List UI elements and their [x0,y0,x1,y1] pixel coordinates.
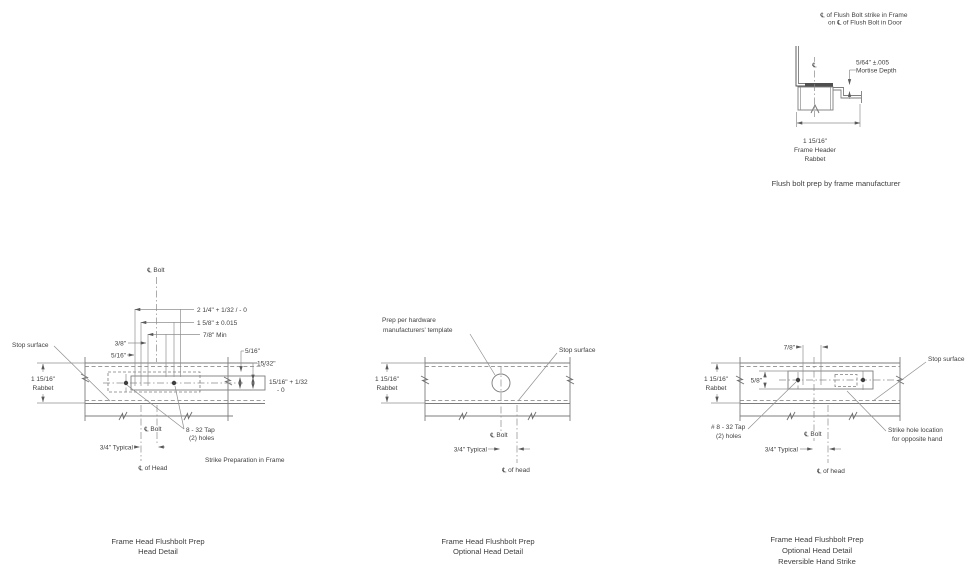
box-break-mark [810,103,820,114]
d1-dim-1-5-8-text: 1 5/8" ± 0.015 [197,320,238,327]
frame-section-title-line2: on ℄ of Flush Bolt in Door [828,20,903,27]
d3-caption-line2: Optional Head Detail [782,546,852,555]
width-label2-text: Rabbet [805,156,826,163]
d2-rabbet-label-text: Rabbet [377,385,398,392]
d1-dim-15-32-text: 15/32" [257,361,276,368]
d1-tap-leader-2 [174,385,185,430]
d1-stop-surface-leader [53,345,111,402]
strike-lip-upper-line [833,87,861,96]
d3-rabbet-label-text: Rabbet [706,385,727,392]
d2-prep-leader [469,333,496,376]
d1-dim-3-8-text: 3/8" [115,341,127,348]
d3-opposite-hand-dashed-rect [834,374,858,387]
d1-rabbet-label-text: Rabbet [33,385,54,392]
frame-section-title-line1: ℄ of Flush Bolt strike in Frame [820,12,908,19]
d1-tap-label1: 8 - 32 Tap [186,427,215,434]
d3-caption-line3: Reversible Hand Strike [778,557,856,566]
d3-stop-surface-label: Stop surface [928,356,965,363]
d1-caption-line2: Head Detail [138,547,178,556]
d3-tap-label1: # 8 - 32 Tap [711,424,746,431]
width-label1-text: Frame Header [794,147,837,154]
d1-prep-dashed-rect [107,371,201,393]
d3-dim-5-8-text: 5/8" [751,378,763,385]
detail2-optional-head-detail: Prep per hardware manufacturers' templat… [374,316,596,557]
d1-tap-leader-1 [126,384,185,430]
d3-strike-hole-label2: for opposite hand [892,436,943,443]
d1-dim-5-16-left-text: 5/16" [111,353,127,360]
d2-dim-3-4-text: 3/4" Typical [454,447,488,454]
d2-caption-line2: Optional Head Detail [453,547,523,556]
d3-dim-7-8-text: 7/8" [784,345,796,352]
d1-dim-2-1-4-text: 2 1/4" + 1/32 / - 0 [197,307,247,314]
d2-rabbet-dim-text: 1 15/16" [375,376,400,383]
detail3-reversible-hand-strike: 7/8" 5/8" Stop surface 1 15/16" Rabbet #… [703,344,965,567]
frame-section-detail: ℄ of Flush Bolt strike in Frame on ℄ of … [771,11,909,189]
d2-caption-line1: Frame Head Flushbolt Prep [441,537,534,546]
d1-caption-line1: Frame Head Flushbolt Prep [111,537,204,546]
d2-cl-head-label: ℄ of head [501,467,530,474]
d2-prep-note2: manufacturers' template [383,327,453,334]
frame-header-box [797,86,834,111]
d3-tap-label2: (2) holes [716,433,742,440]
d1-rabbet-dim-text: 1 15/16" [31,376,56,383]
d3-strike-hole-leader [846,390,887,432]
frame-section-caption: Flush bolt prep by frame manufacturer [772,179,901,188]
strike-lip-lower-line [833,89,861,99]
d2-stop-surface-leader [517,352,558,402]
d1-strike-prep-note: Strike Preparation in Frame [205,457,285,464]
d1-tap-label2: (2) holes [189,435,215,442]
d1-dim-7-8-text: 7/8" Min [203,332,227,339]
d3-dim-3-4-text: 3/4" Typical [765,447,799,454]
d3-cl-bolt-label: ℄ Bolt [803,431,821,438]
d1-dim-15-16-text2: - 0 [277,387,285,394]
d3-cl-head-label: ℄ of head [816,468,845,475]
detail1-head-detail: ℄ Bolt 2 1/4" + 1/32 / - 0 1 5/8" ± 0. [11,266,309,557]
mortise-dim-text: 5/64" ±.005 [856,60,889,67]
d3-stop-surface-leader [872,361,927,402]
frame-centerline-symbol: ℄ [811,62,817,69]
d3-strike-hole-label1: Strike hole location [888,427,943,434]
d3-caption-line1: Frame Head Flushbolt Prep [770,535,863,544]
mortise-label-text: Mortise Depth [856,68,897,75]
d1-cl-bolt-top-label: ℄ Bolt [146,267,164,274]
strike-mortise-bar [805,83,833,87]
frame-face-inner-line [798,46,807,84]
d3-strike-plate-rect [787,370,874,390]
d2-stop-surface-label: Stop surface [559,347,596,354]
d1-dim-5-16-right-text: 5/16" [245,348,261,355]
frame-face-outer-line [795,46,807,87]
d1-cl-head-label: ℄ of Head [138,465,168,472]
d1-dim-3-4-text: 3/4" Typical [100,445,134,452]
d1-tap-hole-2 [171,380,177,386]
d1-dim-15-16-text1: 15/16" + 1/32 [269,379,308,386]
d3-tap-leader [747,381,797,430]
d2-prep-note1: Prep per hardware [382,317,436,324]
d2-cl-bolt-label: ℄ Bolt [489,432,507,439]
width-dim-text: 1 15/16" [803,138,828,145]
d3-rabbet-dim-text: 1 15/16" [704,376,729,383]
d2-prep-hole-circle [491,373,511,393]
d1-stop-surface-label: Stop surface [12,342,49,349]
d1-tap-hole-1 [123,380,129,386]
d1-cl-bolt-bottom-label: ℄ Bolt [143,426,161,433]
d3-tap-hole-left [795,377,801,383]
d3-tap-hole-right [860,377,866,383]
